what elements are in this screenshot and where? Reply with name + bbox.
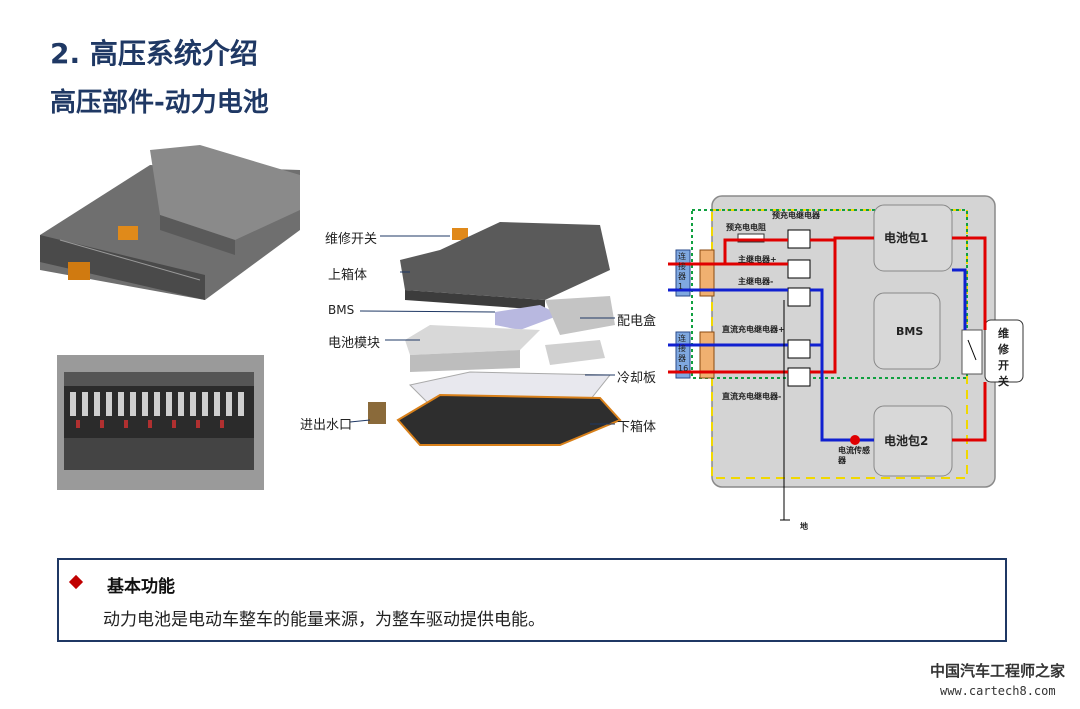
- leader-lines: [349, 235, 615, 425]
- info-heading: 基本功能: [107, 577, 175, 597]
- label-dc-charge-relay-plus: 直流充电继电器+: [722, 325, 785, 334]
- label-pack2: 电池包2: [884, 434, 929, 448]
- info-box: 基本功能 动力电池是电动车整车的能量来源，为整车驱动提供电能。: [57, 558, 1007, 642]
- exploded-view: [368, 222, 622, 446]
- label-connector16: 连接器16: [678, 334, 689, 373]
- label-bms: BMS: [328, 303, 355, 317]
- label-current-sensor: 电流传感器: [838, 446, 870, 465]
- label-lower-box: 下箱体: [617, 420, 657, 435]
- label-distribution-box: 配电盒: [617, 314, 657, 329]
- label-upper-box: 上箱体: [328, 268, 368, 283]
- hv-schematic: [668, 195, 1024, 521]
- label-maintenance-switch: 维修开关: [325, 232, 378, 247]
- label-connector1: 连接器1: [678, 252, 686, 291]
- watermark-url: www.cartech8.com: [940, 684, 1056, 698]
- label-maint-switch: 维修开关: [998, 327, 1009, 388]
- label-water-port: 进出水口: [300, 418, 353, 433]
- page-subtitle: 高压部件-动力电池: [50, 88, 269, 118]
- label-dc-charge-relay-minus: 直流充电继电器-: [722, 392, 782, 401]
- battery-module-photo: [57, 355, 264, 490]
- label-precharge-relay: 预充电继电器: [772, 211, 820, 220]
- watermark-title: 中国汽车工程师之家: [930, 662, 1066, 680]
- label-precharge-resistor: 预充电电阻: [726, 223, 766, 232]
- label-schematic-bms: BMS: [896, 325, 924, 338]
- label-main-relay-plus: 主继电器+: [738, 255, 777, 264]
- battery-pack-render: [40, 145, 300, 300]
- label-main-relay-minus: 主继电器-: [738, 277, 774, 286]
- info-text: 动力电池是电动车整车的能量来源，为整车驱动提供电能。: [103, 610, 545, 630]
- label-cooling-plate: 冷却板: [617, 371, 657, 386]
- label-ground: 地: [800, 522, 808, 531]
- label-pack1: 电池包1: [884, 231, 929, 245]
- page-title: 2. 高压系统介绍: [50, 37, 258, 70]
- bullet-diamond-icon: [68, 574, 84, 590]
- label-battery-module: 电池模块: [328, 336, 381, 351]
